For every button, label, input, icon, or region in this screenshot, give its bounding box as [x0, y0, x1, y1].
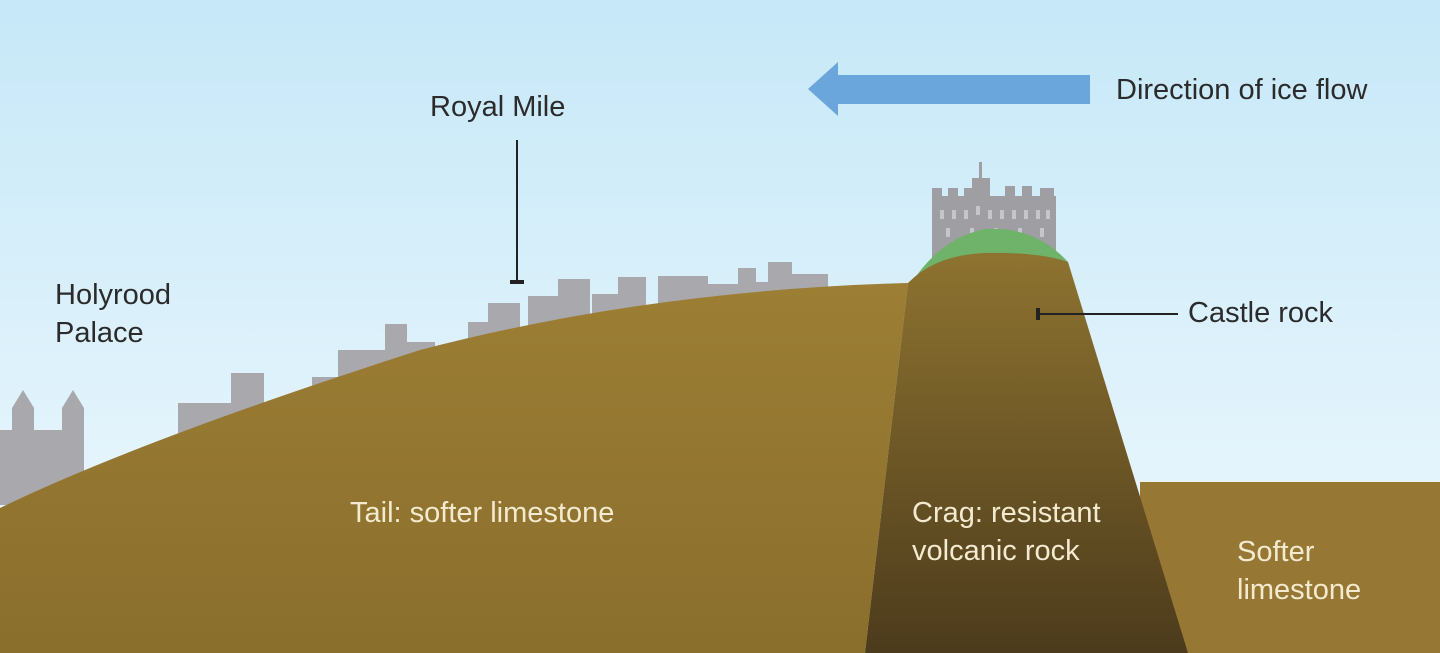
- royal-mile-pointer-end: [510, 280, 524, 284]
- softer-limestone-label: Softer limestone: [1237, 533, 1361, 609]
- crag-line-2: volcanic rock: [912, 535, 1080, 567]
- tail-text: Tail: softer limestone: [350, 497, 615, 529]
- royal-mile-text: Royal Mile: [430, 91, 566, 123]
- softer-line-2: limestone: [1237, 574, 1362, 606]
- castle-rock-label: Castle rock: [1188, 294, 1333, 332]
- holyrood-palace-label: Holyrood Palace: [55, 276, 171, 352]
- ice-flow-text: Direction of ice flow: [1116, 74, 1368, 106]
- crag-line-1: Crag: resistant: [912, 497, 1101, 529]
- holyrood-line-2: Palace: [55, 317, 144, 349]
- tail-softer-limestone-shape: [0, 283, 908, 653]
- softer-limestone-ground: [1140, 482, 1440, 653]
- castle-rock-pointer-end: [1036, 308, 1040, 320]
- crag-label: Crag: resistant volcanic rock: [912, 494, 1101, 570]
- holyrood-palace-silhouette: [0, 390, 84, 505]
- ice-flow-label: Direction of ice flow: [1116, 71, 1367, 109]
- castle-rock-text: Castle rock: [1188, 297, 1334, 329]
- crag-volcanic-rock-shape: [865, 252, 1188, 653]
- royal-mile-label: Royal Mile: [430, 88, 565, 126]
- softer-line-1: Softer: [1237, 536, 1315, 568]
- holyrood-line-1: Holyrood: [55, 279, 172, 311]
- ice-flow-arrow-icon: [808, 62, 1090, 116]
- tail-label: Tail: softer limestone: [350, 494, 614, 532]
